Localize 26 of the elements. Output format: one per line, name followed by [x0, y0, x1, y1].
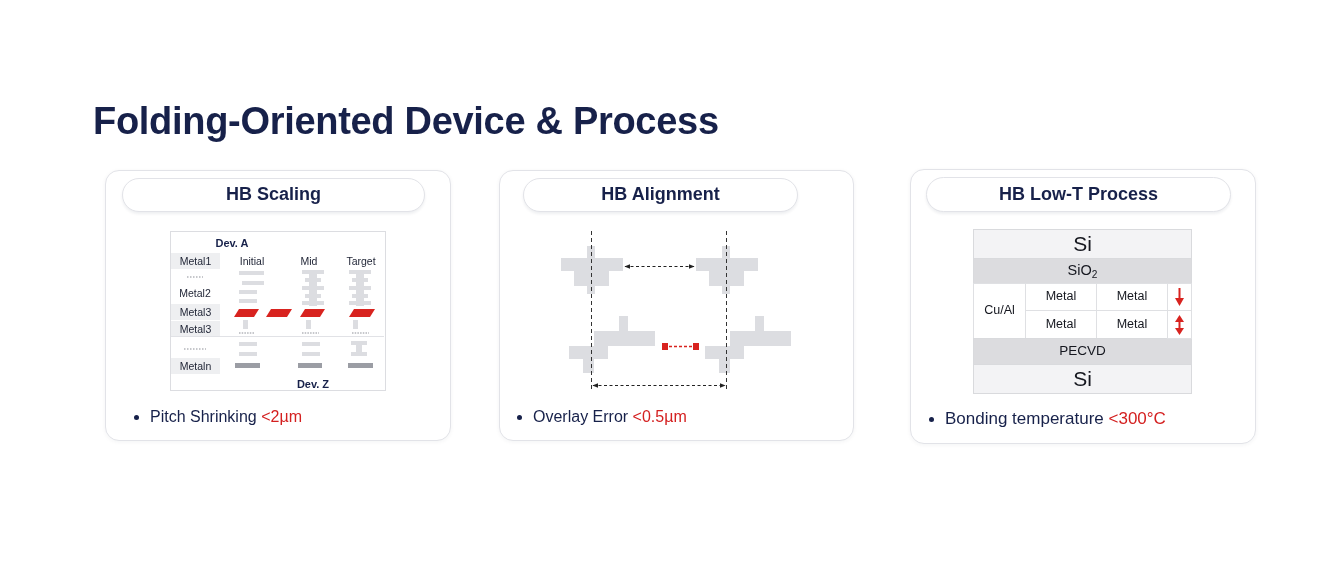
device-label: Dev. Z: [296, 377, 330, 391]
device-label: Dev. A: [215, 236, 249, 250]
card-panel: [499, 170, 854, 441]
layer-band: PECVD: [973, 338, 1192, 365]
row-label: Metaln: [171, 358, 220, 374]
bullet-text: Bonding temperature <300°C: [928, 409, 1166, 429]
row-label: Metal1: [171, 253, 220, 269]
row-label: Metal3: [171, 321, 220, 337]
layer-band: Si: [973, 229, 1192, 259]
bullet-text: Overlay Error <0.5µm: [516, 407, 687, 427]
layer-band: SiO$_{2}$: [973, 258, 1192, 284]
section-header: HB Low-T Process: [926, 177, 1231, 212]
column-label: Mid: [300, 254, 318, 268]
card-panel: [910, 169, 1256, 444]
layer-cell: Cu/Al: [973, 283, 1026, 339]
metal-layer-figure: [170, 231, 386, 391]
column-label: Target: [346, 254, 376, 268]
page-title: Folding-Oriented Device & Process: [93, 99, 719, 143]
row-label: Metal3: [171, 304, 220, 320]
section-header: HB Alignment: [523, 178, 798, 212]
section-header: HB Scaling: [122, 178, 425, 212]
row-label: Metal2: [179, 286, 211, 300]
bullet-text: Pitch Shrinking <2µm: [133, 407, 302, 427]
layer-band: Si: [973, 364, 1192, 394]
column-label: Initial: [239, 254, 265, 268]
card-panel: [105, 170, 451, 441]
